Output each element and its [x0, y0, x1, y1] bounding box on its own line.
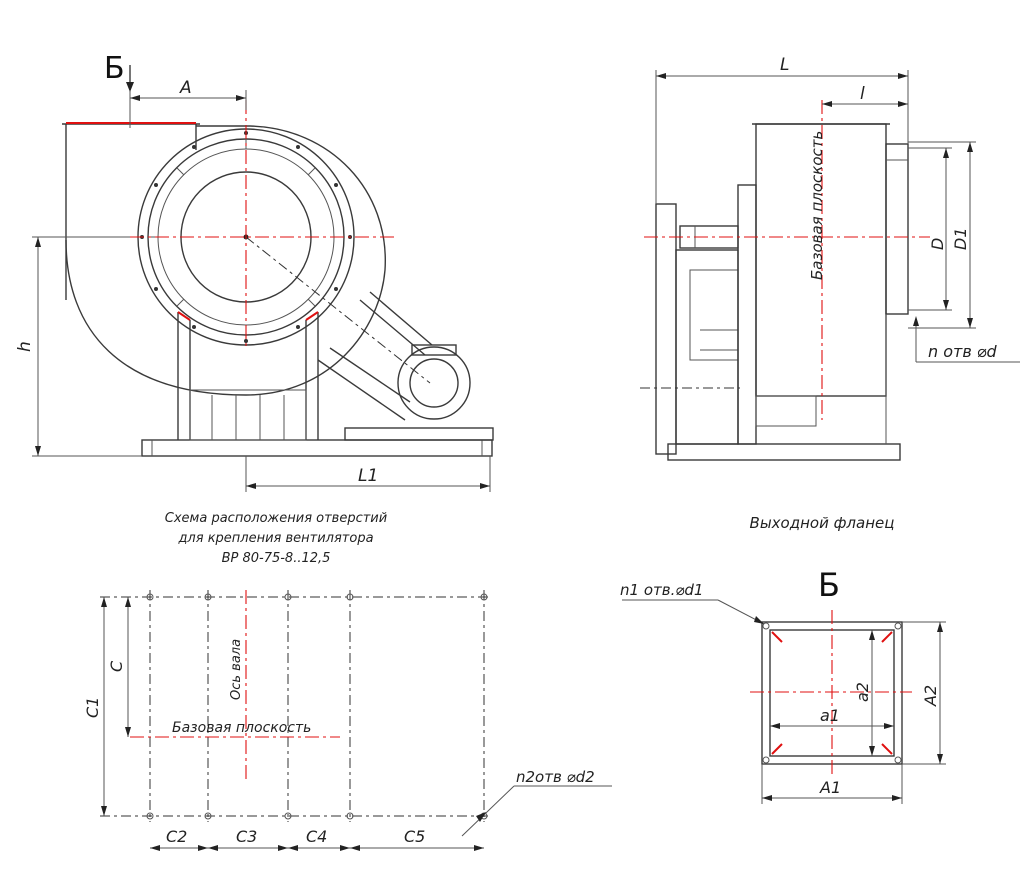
motor-body	[397, 346, 471, 420]
ring-bolts	[140, 131, 352, 343]
dim-n2-label: n2отв ⌀d2	[516, 768, 595, 786]
dim-c5-label: C5	[404, 827, 425, 846]
view-label-b-top: Б	[104, 51, 125, 86]
dim-n1-label: n1 отв.⌀d1	[620, 581, 703, 599]
dim-A2-label: A2	[921, 685, 940, 707]
front-base-plate	[141, 439, 493, 457]
flange-holes	[762, 622, 902, 764]
outlet-duct	[62, 123, 200, 300]
outlet-flange	[622, 599, 946, 804]
flange-corner-marks	[771, 631, 893, 755]
side-motor-flange	[655, 203, 677, 455]
dim-c3-label: C3	[236, 827, 257, 846]
flange-caption: Выходной фланец	[750, 514, 895, 532]
dim-l1-label: L1	[358, 466, 378, 486]
dim-a1-label: a1	[820, 706, 840, 725]
motor-base	[344, 427, 494, 441]
dim-h-label: h	[15, 341, 35, 352]
side-base-plane-label: Базовая плоскость	[808, 131, 826, 280]
dim-d-label: D	[928, 238, 947, 250]
side-view	[640, 70, 1020, 461]
dim-c1-label: C1	[83, 697, 102, 718]
side-outlet-flange	[885, 143, 909, 315]
motor-bracket	[317, 291, 433, 421]
scheme-caption-3: ВР 80-75-8..12,5	[222, 551, 331, 566]
dim-l-label: l	[860, 84, 865, 104]
mount-holes	[146, 593, 488, 820]
scheme-caption-1: Схема расположения отверстий	[165, 511, 387, 526]
dim-d1-label: D1	[951, 228, 970, 251]
frame-supports	[177, 312, 319, 440]
dim-n-holes-label: n отв ⌀d	[928, 342, 997, 361]
dim-A1-label: A1	[819, 778, 841, 797]
side-base	[667, 443, 901, 461]
dim-c2-label: C2	[166, 827, 187, 846]
dim-c-label: C	[107, 660, 126, 672]
scheme-base-plane-label: Базовая плоскость	[172, 720, 311, 736]
dim-a-label: A	[179, 78, 192, 98]
front-view	[32, 65, 494, 492]
volute-housing	[65, 125, 386, 396]
scheme-shaft-axis-label: Ось вала	[229, 639, 244, 700]
scheme-caption-2: для крепления вентилятора	[177, 531, 373, 546]
view-label-b-flange: Б	[818, 566, 840, 604]
dim-l-total-label: L	[780, 55, 789, 75]
dim-a2-label: a2	[853, 682, 872, 702]
dim-c4-label: C4	[306, 827, 327, 846]
hole-scheme	[100, 590, 612, 851]
